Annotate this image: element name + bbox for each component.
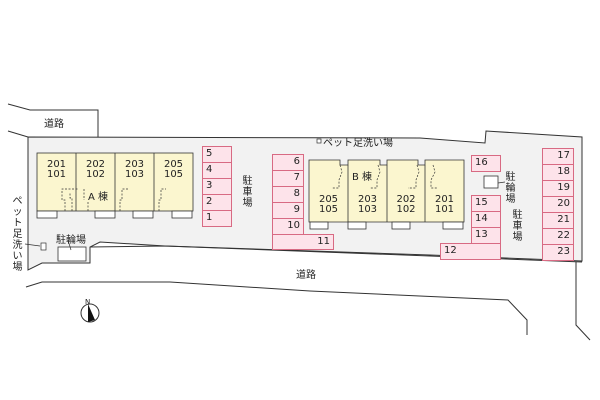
parking-space: 13 [471, 227, 501, 244]
parking-space: 9 [272, 202, 304, 219]
pet-wash-marker-left [40, 242, 47, 251]
parking-space: 1 [202, 210, 232, 227]
parking-space: 19 [542, 180, 574, 197]
stairs-a [61, 188, 166, 211]
road-edge-top-left-lower [7, 130, 29, 138]
pet-wash-label-left: ペット足洗い場 [12, 196, 23, 273]
bike-parking-left [57, 246, 87, 262]
parking-space: 22 [542, 228, 574, 245]
parking-space: 18 [542, 164, 574, 181]
parking-space: 15 [471, 195, 501, 212]
pet-wash-label-top: ペット足洗い場 [323, 138, 393, 149]
parking-space: 5 [202, 146, 232, 163]
balconies-a [36, 210, 193, 219]
north-label: N [85, 298, 91, 306]
north-compass-icon [80, 303, 100, 323]
site-south-edge [89, 245, 583, 263]
bike-leader-right [497, 181, 506, 184]
parking-space: 16 [471, 155, 501, 172]
parking-space: 23 [542, 244, 574, 261]
bike-leader [67, 239, 72, 251]
parking-space: 21 [542, 212, 574, 229]
parking-space: 14 [471, 211, 501, 228]
bike-parking-label-left: 駐輪場 [56, 235, 86, 246]
parking-space: 4 [202, 162, 232, 179]
parking-space: 7 [272, 170, 304, 187]
parking-space: 20 [542, 196, 574, 213]
parking-space: 8 [272, 186, 304, 203]
stairs-b [332, 164, 438, 189]
car-parking-label-left: 駐車場 [242, 176, 253, 209]
parking-space: 11 [272, 234, 334, 250]
parking-space: 3 [202, 178, 232, 195]
building-b-name: B 棟 [352, 172, 373, 183]
road-edge-top-left [7, 103, 99, 137]
parking-space: 2 [202, 194, 232, 211]
pet-wash-leader [24, 243, 41, 247]
parking-space: 10 [272, 218, 304, 235]
road-label-bottom: 道路 [296, 270, 316, 281]
road-edge-bottom [25, 281, 528, 335]
parking-space: 6 [272, 154, 304, 171]
road-edge-right [575, 262, 591, 341]
pet-wash-marker-top [316, 138, 322, 144]
building-a-name: A 棟 [88, 192, 109, 203]
parking-space: 17 [542, 148, 574, 165]
bike-parking-label-right: 駐輪場 [505, 172, 516, 205]
car-parking-label-right: 駐車場 [512, 210, 523, 243]
balconies-b [309, 221, 464, 230]
road-label-top: 道路 [44, 119, 64, 130]
parking-space: 12 [440, 243, 501, 260]
bike-parking-right [483, 175, 499, 189]
